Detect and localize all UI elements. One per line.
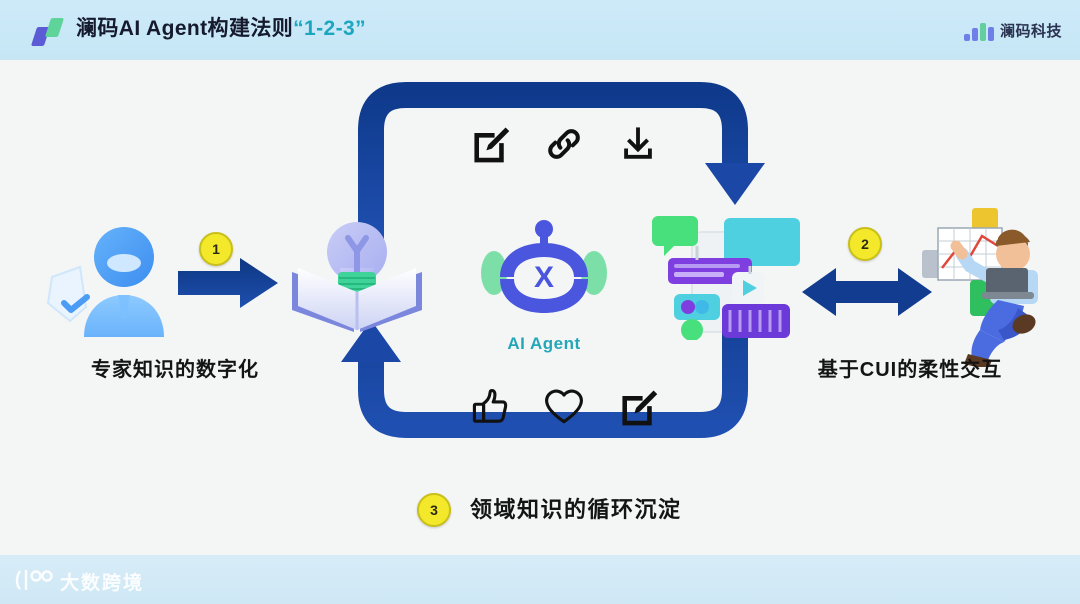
loop-top-arrow [358,82,765,240]
brand-name-label: 澜码科技 [999,23,1062,40]
page-title: 澜码AI Agent构建法则“1-2-3” [76,12,366,46]
compose-edit-icon[interactable] [616,385,660,429]
right-section-label: 基于CUI的柔性交互 [817,359,1003,381]
chain-link-icon[interactable] [542,122,586,166]
loop-bottom-arrow [341,265,748,438]
arrow-step-1 [178,258,278,308]
bottom-section-label: 领域知识的循环沉淀 [470,497,682,522]
page-title-accent: “1-2-3” [293,17,366,40]
ai-agent-block: X AI Agent [470,215,618,354]
slide-header: 澜码AI Agent构建法则“1-2-3” 澜码科技 [0,0,1080,60]
multimedia-content-icon [652,216,800,340]
ai-agent-label: AI Agent [507,334,581,353]
lanma-bars-logo-icon [963,21,994,41]
svg-text:X: X [534,261,554,294]
badge-1: 1 [199,232,233,266]
ai-robot-icon: X [481,220,607,313]
watermark-label: 大数跨境 [60,573,145,594]
thumbs-up-icon[interactable] [468,385,512,429]
brand-block: 澜码科技 [963,20,1062,41]
badge-3: 3 [417,493,451,527]
diagram-canvas: 专家知识的数字化 1 [0,60,1080,555]
heart-icon[interactable] [542,385,586,429]
loop-arrows [341,82,765,438]
badge-2: 2 [848,227,882,261]
dashukuajing-logo-icon [15,570,53,590]
arrow-step-2 [802,268,932,316]
slide-footer: 大数跨境 [0,555,1080,604]
bottom-icon-row [468,385,660,429]
download-icon[interactable] [616,122,660,166]
page-title-main: 澜码AI Agent构建法则 [76,17,294,40]
left-section-label: 专家知识的数字化 [91,359,259,381]
lanma-parallelogram-logo-icon [30,18,66,46]
compose-edit-icon[interactable] [468,122,512,166]
lightbulb-book-icon [292,222,422,332]
person-with-laptop-icon [922,208,1038,367]
top-icon-row [468,122,660,166]
expert-person-icon [46,227,164,337]
